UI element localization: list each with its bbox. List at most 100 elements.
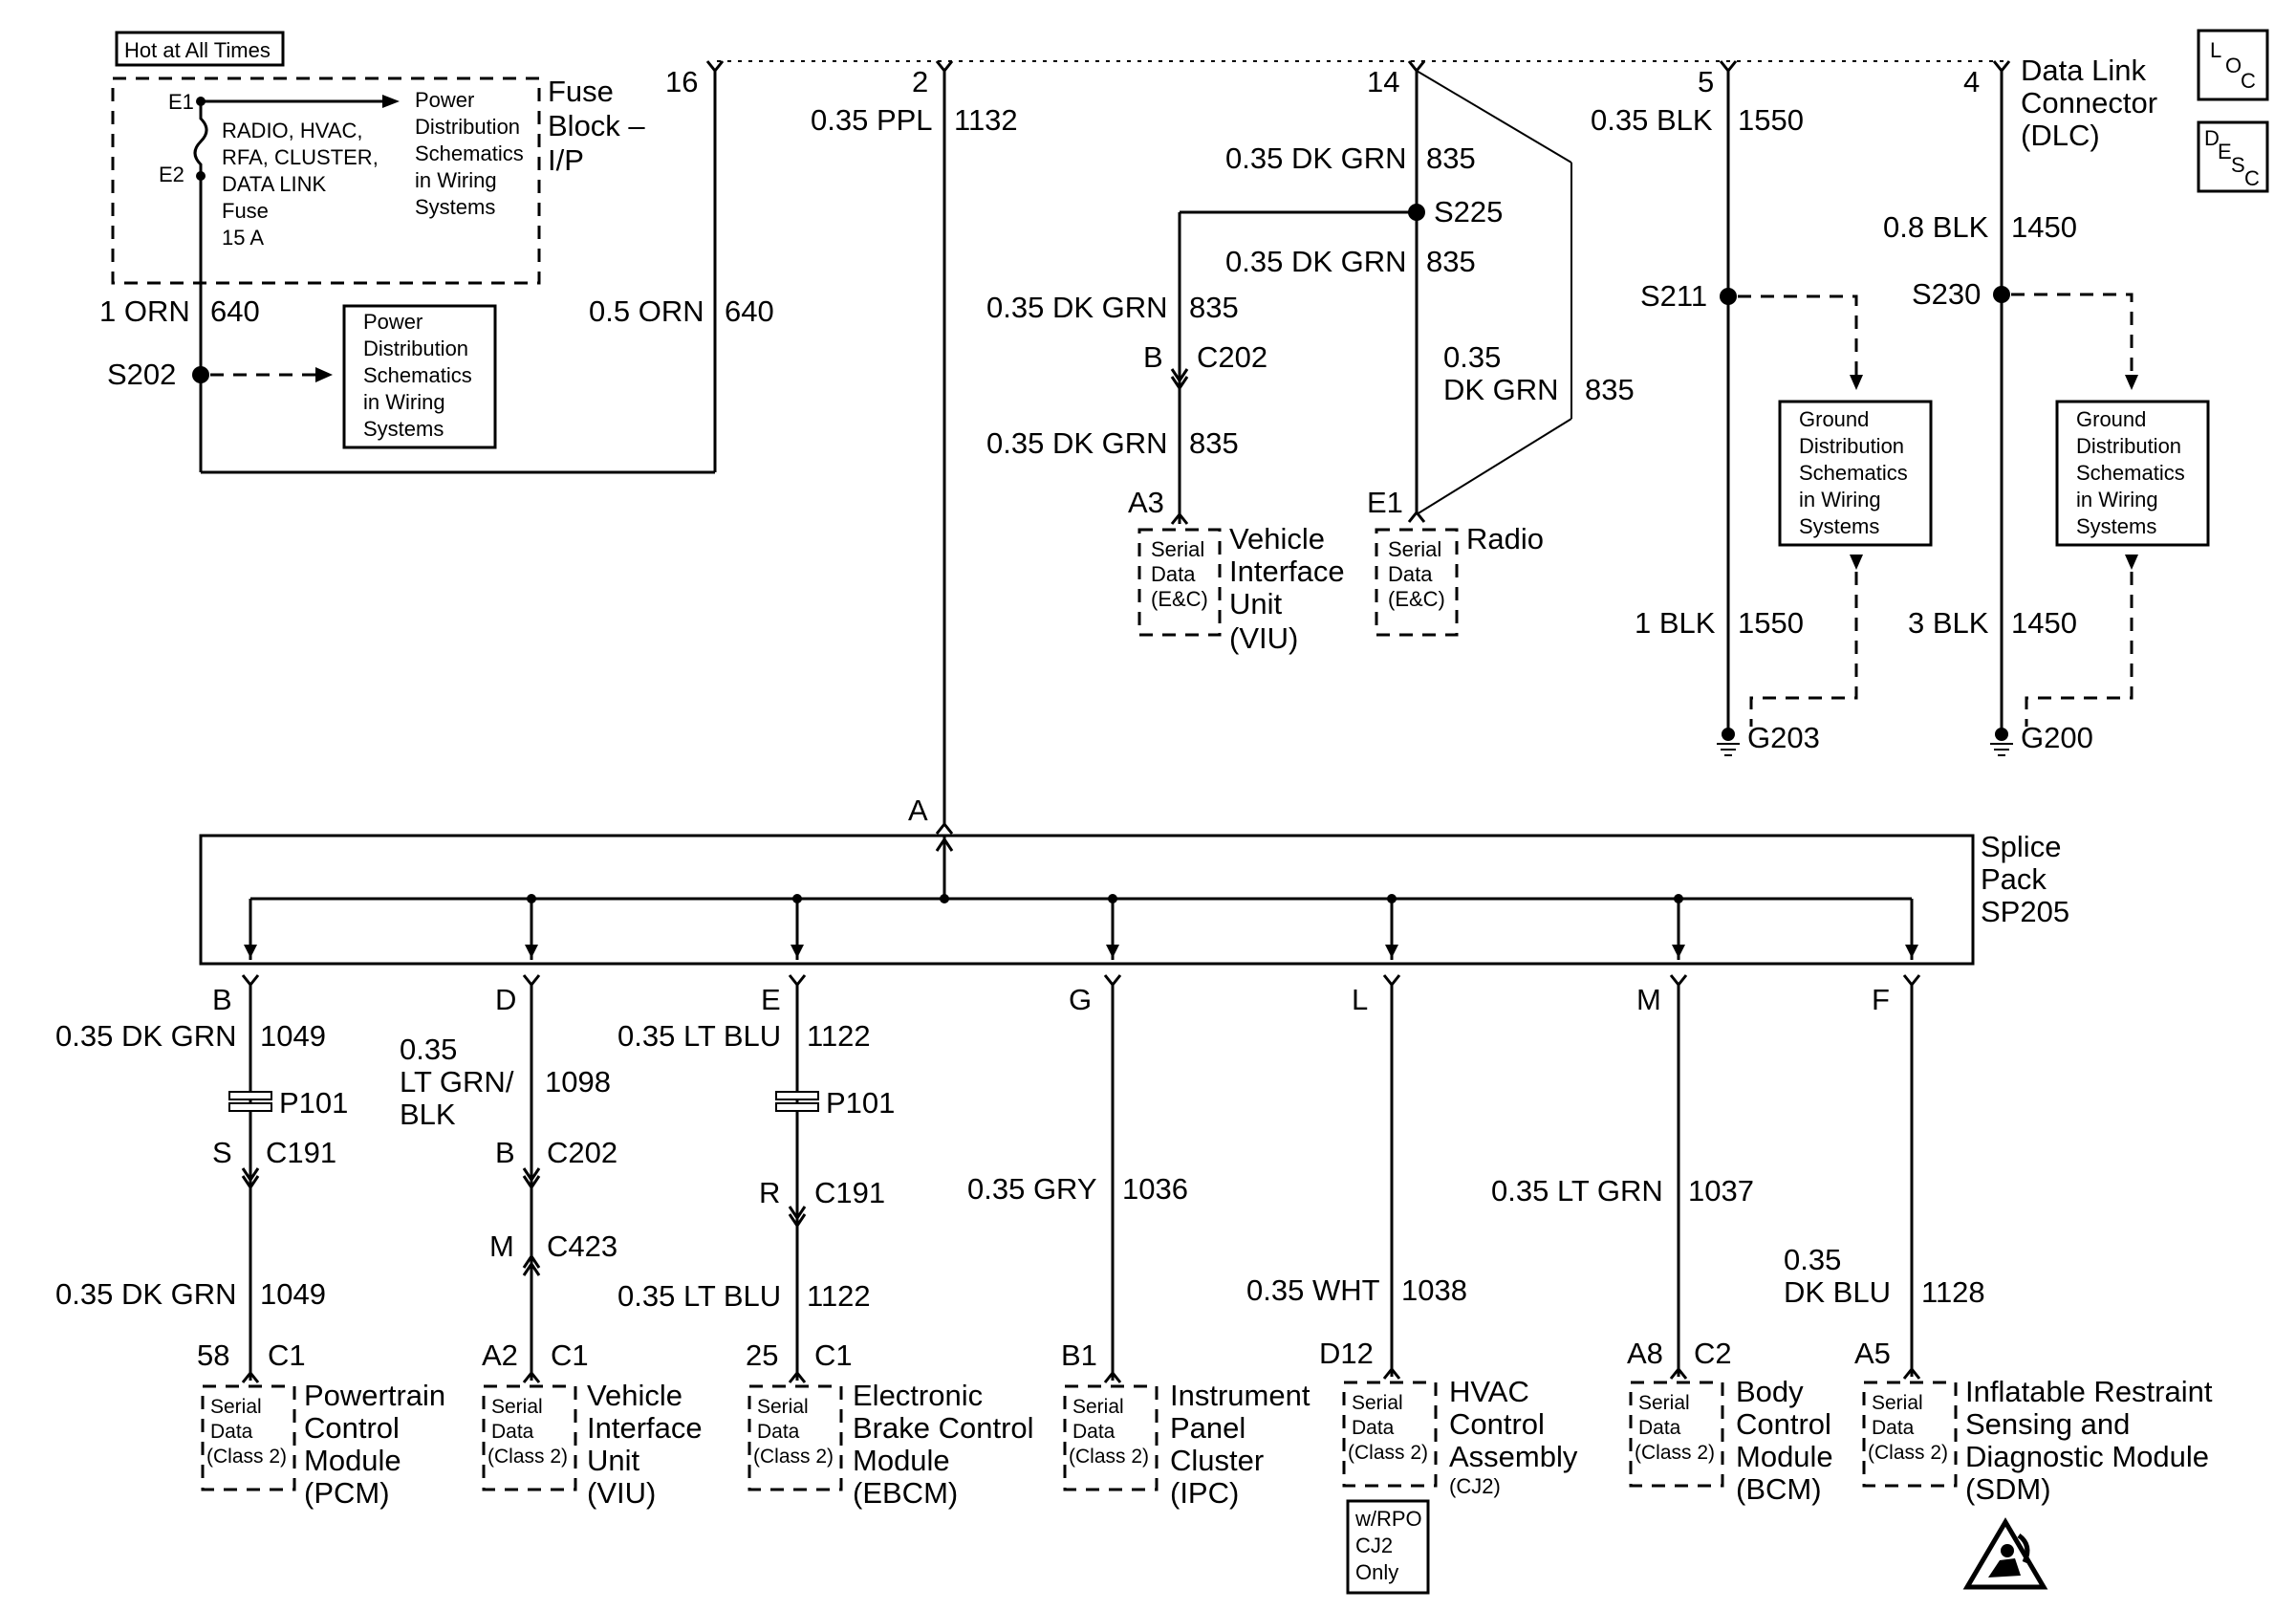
g200-ref-4: in Wiring — [2076, 488, 2158, 511]
ipc-name-1: Instrument — [1170, 1379, 1310, 1412]
sdm-mod-pin: A5 — [1854, 1337, 1891, 1370]
viu-box-1: Serial — [1151, 537, 1204, 561]
viu-name-4: (VIU) — [1229, 621, 1298, 655]
ground-icon — [1717, 743, 1740, 756]
viu2-name-3: Unit — [587, 1444, 640, 1477]
viu2-name-1: Vehicle — [587, 1379, 682, 1412]
bcm-name-3: Module — [1736, 1440, 1833, 1473]
ipc-name-3: Cluster — [1170, 1444, 1264, 1477]
dlc-title-3: (DLC) — [2021, 119, 2100, 152]
dkgrn-left-circuit: 835 — [1189, 291, 1239, 324]
sdm-circuit: 1128 — [1921, 1275, 1985, 1309]
arrow-down-icon — [1850, 555, 1863, 570]
sdm-box-3: (Class 2) — [1868, 1442, 1948, 1464]
pcm-box-3: (Class 2) — [206, 1446, 287, 1468]
ebcm-splice-pin: E — [761, 983, 781, 1016]
viu-c202: C202 — [547, 1136, 617, 1169]
g200-wire-circuit: 1450 — [2011, 210, 2077, 244]
hvac-note-3: Only — [1355, 1560, 1398, 1584]
ppl-wire-circuit: 1132 — [954, 103, 1018, 137]
fuse-ref-5: Systems — [415, 195, 495, 219]
ground-icon — [1990, 743, 2013, 756]
g203-ref-4: in Wiring — [1799, 488, 1881, 511]
s202-ref-4: in Wiring — [363, 390, 445, 414]
svg-text:O: O — [2225, 54, 2242, 77]
dlc-pin-4: 4 — [1963, 65, 1980, 98]
fuse-ref-3: Schematics — [415, 141, 524, 165]
pcm-wire2-gauge: 0.35 DK GRN — [55, 1277, 237, 1311]
bcm-name-1: Body — [1736, 1375, 1804, 1408]
pcm-box-1: Serial — [210, 1396, 262, 1418]
pcm-c191-pin: S — [212, 1136, 232, 1169]
pcm-name-1: Powertrain — [304, 1379, 445, 1412]
ebcm-wire-circuit: 1122 — [807, 1019, 871, 1053]
hvac-name-4: (CJ2) — [1449, 1474, 1501, 1498]
ebcm-c191: C191 — [814, 1176, 885, 1209]
fuse-ref-1: Power — [415, 88, 474, 112]
hvac-name-2: Control — [1449, 1407, 1545, 1441]
s202-ref-3: Schematics — [363, 363, 472, 387]
hvac-splice-pin: L — [1352, 983, 1368, 1016]
viu-gauge-2: LT GRN/ — [400, 1065, 514, 1099]
g203-wire-gauge: 0.35 BLK — [1591, 103, 1713, 137]
ipc-wire-circuit: 1036 — [1122, 1172, 1188, 1206]
viu2-name-4: (VIU) — [587, 1476, 656, 1510]
dkgrn-mid-gauge: 0.35 DK GRN — [1225, 245, 1407, 278]
location-icon[interactable]: L O C — [2197, 29, 2269, 101]
g203-ref-1: Ground — [1799, 407, 1869, 431]
viu-c423: C423 — [547, 1229, 617, 1263]
fuse-desc-4: Fuse — [222, 199, 269, 223]
sdm-name-3: Diagnostic Module — [1965, 1440, 2209, 1473]
svg-text:D: D — [2204, 126, 2220, 150]
c202-pin-b: B — [1143, 340, 1163, 374]
ground-branch-g203: 5 0.35 BLK 1550 S211 Ground Distribution… — [1591, 60, 1933, 756]
radio-box-2: Data — [1388, 562, 1433, 586]
dkgrn-branch: 14 0.35 DK GRN 835 S225 0.35 DK GRN 835 … — [986, 60, 1635, 655]
dkgrn-low-gauge: 0.35 DK GRN — [986, 426, 1168, 460]
arrow-up-icon — [2125, 375, 2138, 390]
dkgrn-low-circuit: 835 — [1189, 426, 1239, 460]
pcm-mod-pin: 58 — [197, 1338, 229, 1372]
radio-circuit: 835 — [1585, 373, 1635, 406]
fuse-pin-e2: E2 — [159, 163, 184, 186]
viu-circuit: 1098 — [545, 1065, 611, 1099]
radio-gauge-1: 0.35 — [1443, 340, 1501, 374]
pcm-wire-gauge: 0.35 DK GRN — [55, 1019, 237, 1053]
hvac-wire-circuit: 1038 — [1401, 1273, 1467, 1307]
viu-c202-pin: B — [495, 1136, 515, 1169]
splice-s230: S230 — [1912, 277, 1981, 311]
dkgrn-top-circuit: 835 — [1426, 141, 1476, 175]
ebcm-name-3: Module — [853, 1444, 950, 1477]
viu-c423-pin: M — [489, 1229, 514, 1263]
ipc-mod-pin: B1 — [1061, 1338, 1097, 1372]
g203-low-circuit: 1550 — [1738, 606, 1804, 640]
orn-feed: 1 ORN 640 S202 Power Distribution Schema… — [99, 60, 774, 474]
hvac-note-2: CJ2 — [1355, 1534, 1393, 1557]
ground-branch-g200: 4 0.8 BLK 1450 S230 Ground Distribution … — [1883, 60, 2210, 756]
g203-ref-5: Systems — [1799, 514, 1879, 538]
sdm-box-1: Serial — [1872, 1392, 1923, 1414]
bcm-wire-gauge: 0.35 LT GRN — [1491, 1174, 1663, 1208]
description-icon[interactable]: D E S C — [2197, 120, 2269, 193]
splice-pack-sp205: Splice Pack SP205 — [199, 830, 2069, 966]
ipc-name-4: (IPC) — [1170, 1476, 1239, 1510]
arrow-right-icon — [315, 367, 333, 382]
ebcm-mod-conn: C1 — [814, 1338, 853, 1372]
ppl-wire-gauge: 0.35 PPL — [811, 103, 933, 137]
pcm-wire-circuit: 1049 — [260, 1019, 326, 1053]
fuse-desc-1: RADIO, HVAC, — [222, 119, 363, 142]
branch-bcm: M 0.35 LT GRN 1037 A8 C2 Serial Data (Cl… — [1491, 894, 1833, 1506]
fuse-ref-2: Distribution — [415, 115, 520, 139]
svg-text:E: E — [2218, 140, 2232, 163]
orn-wire-circuit: 640 — [210, 294, 260, 328]
branch-hvac: L 0.35 WHT 1038 D12 Serial Data (Class 2… — [1246, 894, 1578, 1595]
dlc-pin-5: 5 — [1698, 65, 1714, 98]
radio-box-3: (E&C) — [1388, 587, 1445, 611]
bcm-box-1: Serial — [1638, 1392, 1690, 1414]
ppl-feed: 2 0.35 PPL 1132 A — [811, 60, 1018, 835]
pcm-box-2: Data — [210, 1421, 253, 1443]
ebcm-c191-pin: R — [759, 1176, 780, 1209]
ebcm-name-1: Electronic — [853, 1379, 983, 1412]
sdm-splice-pin: F — [1872, 983, 1890, 1016]
viu-pin-a3: A3 — [1128, 486, 1164, 519]
